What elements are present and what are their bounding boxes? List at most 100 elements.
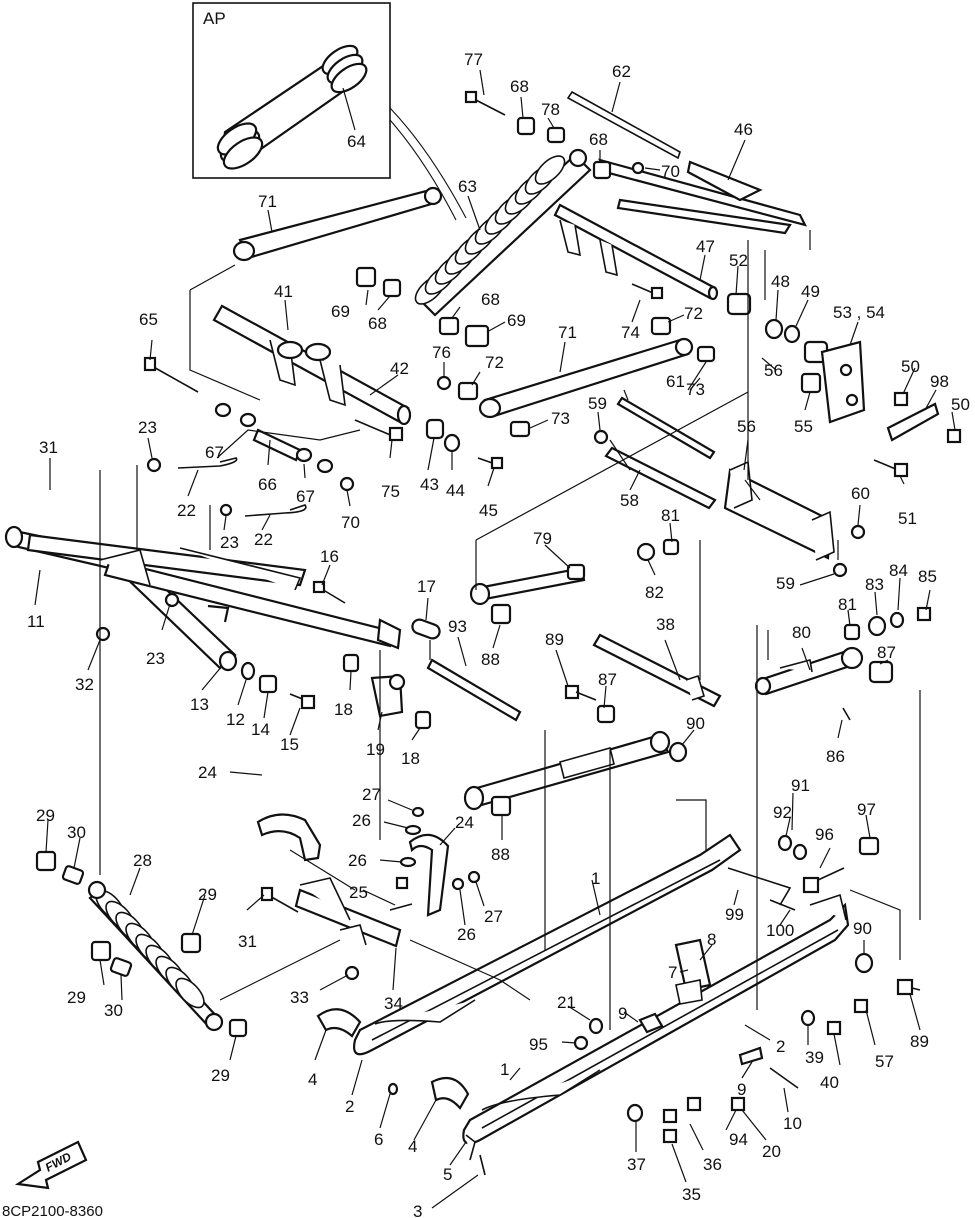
callout-98: 98 [930, 372, 949, 391]
callout-20: 20 [762, 1142, 781, 1161]
callout-81: 81 [661, 506, 680, 525]
callout-47: 47 [696, 237, 715, 256]
callout-46: 46 [734, 120, 753, 139]
callout-72: 72 [684, 304, 703, 323]
callout-9: 9 [618, 1004, 627, 1023]
callout-40: 40 [820, 1073, 839, 1092]
mid-left-parts [35, 806, 481, 1038]
callout-26b: 26 [348, 851, 367, 870]
callout-82: 82 [645, 583, 664, 602]
callout-59b: 59 [776, 574, 795, 593]
callout-59: 59 [588, 394, 607, 413]
callout-33: 33 [290, 988, 309, 1007]
callout-22: 22 [177, 501, 196, 520]
callout-2b: 2 [345, 1097, 354, 1116]
callout-39: 39 [805, 1048, 824, 1067]
callout-14: 14 [251, 720, 270, 739]
callout-9b: 9 [737, 1080, 746, 1099]
callout-84: 84 [889, 561, 908, 580]
callout-72b: 72 [485, 353, 504, 372]
callout-15: 15 [280, 735, 299, 754]
callout-17: 17 [417, 577, 436, 596]
callout-95: 95 [529, 1035, 548, 1054]
leader-lines [34, 69, 956, 1209]
callout-19: 19 [366, 740, 385, 759]
callout-71b: 71 [558, 323, 577, 342]
callout-89: 89 [545, 630, 564, 649]
callout-11: 11 [27, 612, 45, 631]
callout-24b: 24 [455, 813, 474, 832]
callout-27b: 27 [484, 907, 503, 926]
callout-94: 94 [729, 1130, 748, 1149]
callout-87: 87 [598, 670, 617, 689]
callout-6: 6 [374, 1130, 383, 1149]
fwd-arrow-icon: FWD [14, 1140, 88, 1190]
callout-50b: 50 [951, 395, 970, 414]
callout-86: 86 [826, 747, 845, 766]
callout-37: 37 [627, 1155, 646, 1174]
callout-76: 76 [432, 343, 451, 362]
callout-58: 58 [620, 491, 639, 510]
callout-5: 5 [443, 1165, 452, 1184]
callout-99: 99 [725, 905, 744, 924]
callout-27: 27 [362, 785, 381, 804]
callout-68b: 68 [589, 130, 608, 149]
callout-63: 63 [458, 177, 477, 196]
callout-55: 55 [794, 417, 813, 436]
callout-91: 91 [791, 776, 810, 795]
callout-38: 38 [656, 615, 675, 634]
callout-3: 3 [413, 1202, 422, 1218]
callout-61: 61 [666, 372, 685, 391]
callout-65: 65 [139, 310, 158, 329]
callout-68: 68 [510, 77, 529, 96]
callout-30: 30 [67, 823, 86, 842]
upper-assembly [212, 90, 962, 578]
callout-51: 51 [898, 509, 917, 528]
callout-87b: 87 [877, 643, 896, 662]
callout-24: 24 [198, 763, 217, 782]
callout-48: 48 [771, 272, 790, 291]
callout-30b: 30 [104, 1001, 123, 1020]
callout-90b: 90 [853, 919, 872, 938]
left-small-parts [143, 356, 504, 517]
callout-69b: 69 [507, 311, 526, 330]
callout-4b: 4 [408, 1137, 417, 1156]
callout-89b: 89 [910, 1032, 929, 1051]
callout-44: 44 [446, 481, 465, 500]
callout-28: 28 [133, 851, 152, 870]
callout-53: 53 , 54 [833, 303, 885, 322]
callout-83: 83 [865, 575, 884, 594]
boot-part-64 [216, 44, 368, 170]
callout-13: 13 [190, 695, 209, 714]
callout-66: 66 [258, 475, 277, 494]
callout-1: 1 [591, 869, 600, 888]
callout-73b: 73 [686, 380, 705, 399]
callout-67b: 67 [296, 487, 315, 506]
callout-10: 10 [783, 1114, 802, 1133]
callout-50: 50 [901, 357, 920, 376]
callout-97: 97 [857, 800, 876, 819]
callout-56: 56 [764, 361, 783, 380]
callout-4: 4 [308, 1070, 317, 1089]
callout-25: 25 [349, 883, 368, 902]
shock-absorbers [426, 538, 932, 817]
callout-85: 85 [918, 567, 937, 586]
callout-52: 52 [729, 251, 748, 270]
callout-88: 88 [481, 650, 500, 669]
callout-64: 64 [347, 132, 366, 151]
callout-35: 35 [682, 1185, 701, 1204]
callout-22b: 22 [254, 530, 273, 549]
callout-71: 71 [258, 192, 277, 211]
callout-12: 12 [226, 710, 245, 729]
slide-rails [316, 833, 921, 1176]
callout-2: 2 [776, 1037, 785, 1056]
callout-23: 23 [138, 418, 157, 437]
callout-18b: 18 [401, 749, 420, 768]
inset-box-ap: AP 64 [192, 2, 467, 221]
callout-100: 100 [766, 921, 794, 940]
callout-45: 45 [479, 501, 498, 520]
callout-62: 62 [612, 62, 631, 81]
callout-32: 32 [75, 675, 94, 694]
callout-74: 74 [621, 323, 640, 342]
